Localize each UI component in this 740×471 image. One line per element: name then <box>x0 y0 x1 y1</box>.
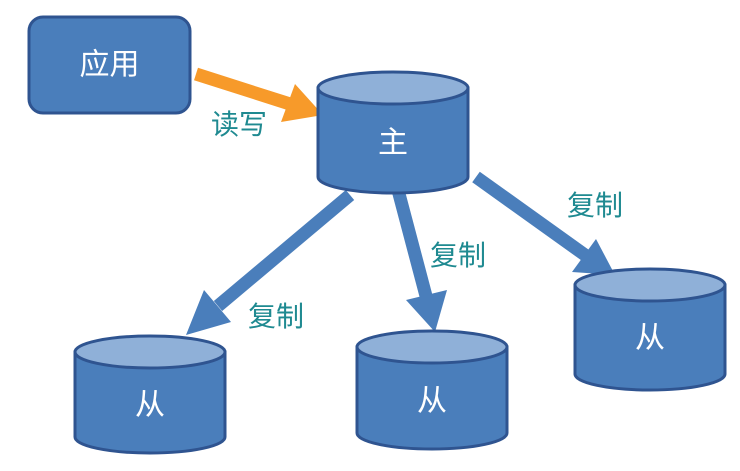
replicate-arrow-left <box>186 190 355 335</box>
slave-right-label: 从 <box>635 321 665 356</box>
app-label: 应用 <box>80 48 140 83</box>
read-write-arrow <box>194 67 323 122</box>
master-label: 主 <box>378 126 408 161</box>
replicate-middle-label: 复制 <box>430 239 486 272</box>
replicate-right-label: 复制 <box>567 189 623 222</box>
slave-left-label: 从 <box>135 388 165 423</box>
slave-middle-db-node: 从 <box>355 329 509 451</box>
replicate-left-label: 复制 <box>248 300 304 333</box>
app-node: 应用 <box>27 15 192 115</box>
slave-right-db-node: 从 <box>573 267 727 392</box>
slave-left-db-node: 从 <box>73 334 227 455</box>
replicate-arrow-middle <box>391 188 447 332</box>
replicate-arrow-right <box>472 171 615 275</box>
read-write-label: 读写 <box>211 108 267 141</box>
slave-middle-label: 从 <box>417 384 447 419</box>
master-db-node: 主 <box>316 70 470 195</box>
